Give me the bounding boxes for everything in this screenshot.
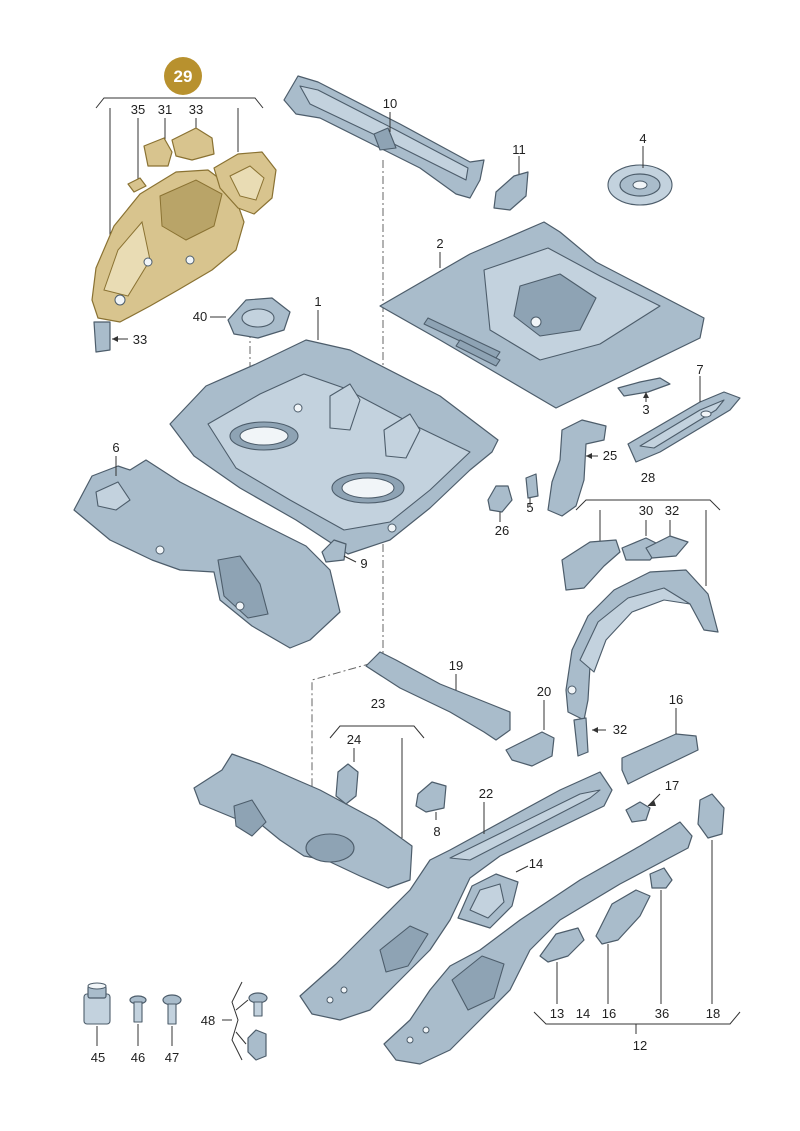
label-26: 26 [495,523,509,538]
part-5-clip[interactable] [525,473,539,499]
part-45-spacer[interactable] [83,982,111,1025]
label-12: 12 [633,1038,647,1053]
part-20-bracket[interactable] [505,731,555,767]
group-bracket [575,499,721,511]
part-48-nut[interactable] [247,1029,267,1061]
part-28-bracket-left[interactable] [561,539,621,591]
part-7-reinforcement[interactable] [627,391,741,463]
part-22-longitudinal-member[interactable] [299,771,613,1021]
part-40-cover[interactable] [227,297,291,339]
part-6-rear-panel[interactable] [73,459,341,649]
label-45: 45 [91,1050,105,1065]
highlight-badge [164,57,202,95]
part-48-screw[interactable] [248,992,268,1017]
part-8-bracket[interactable] [415,781,447,813]
label-13: 13 [550,1006,564,1021]
label-1: 1 [314,294,321,309]
leader-line [235,1031,247,1045]
part-18-plate[interactable] [697,793,725,839]
part-26-bracket[interactable] [487,485,513,513]
part-47-screw[interactable] [162,994,182,1025]
part-28-wheelhouse[interactable] [565,569,719,721]
part-29-wheelhouse-inner[interactable] [91,169,245,323]
part-3-bracket[interactable] [617,377,671,397]
part-16-reinforcement[interactable] [595,889,651,945]
part-4-cover[interactable] [607,164,673,206]
part-12-longitudinal-member[interactable] [383,821,693,1065]
label-23: 23 [371,696,385,711]
label-28: 28 [641,470,655,485]
label-19: 19 [449,658,463,673]
part-32-bracket[interactable] [645,535,689,559]
label-6: 6 [112,440,119,455]
label-9: 9 [360,556,367,571]
label-33: 33 [133,332,147,347]
part-1-rear-floor[interactable] [169,339,499,555]
label-32: 32 [665,503,679,518]
label-3: 3 [642,402,649,417]
label-46: 46 [131,1050,145,1065]
part-29-wheelhouse-outer[interactable] [213,151,277,215]
label-10: 10 [383,96,397,111]
group-bracket [329,725,425,739]
part-16-rail[interactable] [621,733,699,785]
group-bracket [95,97,264,109]
part-17-clip[interactable] [625,801,651,823]
label-2: 2 [436,236,443,251]
part-46-screw[interactable] [129,995,147,1023]
part-19-cross-member[interactable] [365,651,511,741]
label-31: 31 [158,102,172,117]
label-30: 30 [639,503,653,518]
part-23-cross-member[interactable] [193,753,413,889]
part-36-clip[interactable] [649,867,673,889]
label-14: 14 [576,1006,590,1021]
label-11: 11 [512,142,526,157]
group-bracket [533,1011,741,1025]
assembly-line [311,160,384,820]
label-4: 4 [639,131,646,146]
label-18: 18 [706,1006,720,1021]
part-13-bracket[interactable] [539,927,585,963]
leader-line [343,555,357,563]
label-22: 22 [479,786,493,801]
label-36: 36 [655,1006,669,1021]
leader-line [515,865,529,873]
part-14-bracket[interactable] [457,873,519,929]
label-16: 16 [669,692,683,707]
label-20: 20 [537,684,551,699]
label-47: 47 [165,1050,179,1065]
leader-line [231,981,243,1061]
part-10-cross-member[interactable] [283,75,485,199]
part-35-clip[interactable] [127,177,147,193]
part-24-bracket[interactable] [335,763,359,805]
part-31-bracket[interactable] [143,137,173,167]
part-2-floor-section[interactable] [379,221,705,409]
label-33: 33 [189,102,203,117]
label-5: 5 [526,500,533,515]
part-33-bracket[interactable] [171,127,215,161]
part-9-clip[interactable] [321,539,347,563]
label-48: 48 [201,1013,215,1028]
part-32-clip[interactable] [573,717,589,757]
label-8: 8 [433,824,440,839]
label-35: 35 [131,102,145,117]
label-25: 25 [603,448,617,463]
label-16: 16 [602,1006,616,1021]
label-40: 40 [193,309,207,324]
part-33-clip[interactable] [93,321,128,353]
label-7: 7 [696,362,703,377]
label-14: 14 [529,856,543,871]
label-32: 32 [613,722,627,737]
highlight-badge-label: 29 [174,67,193,86]
part-25-pillar[interactable] [547,419,607,517]
label-17: 17 [665,778,679,793]
part-11-bracket[interactable] [493,171,529,211]
leader-line [235,999,249,1011]
label-24: 24 [347,732,361,747]
